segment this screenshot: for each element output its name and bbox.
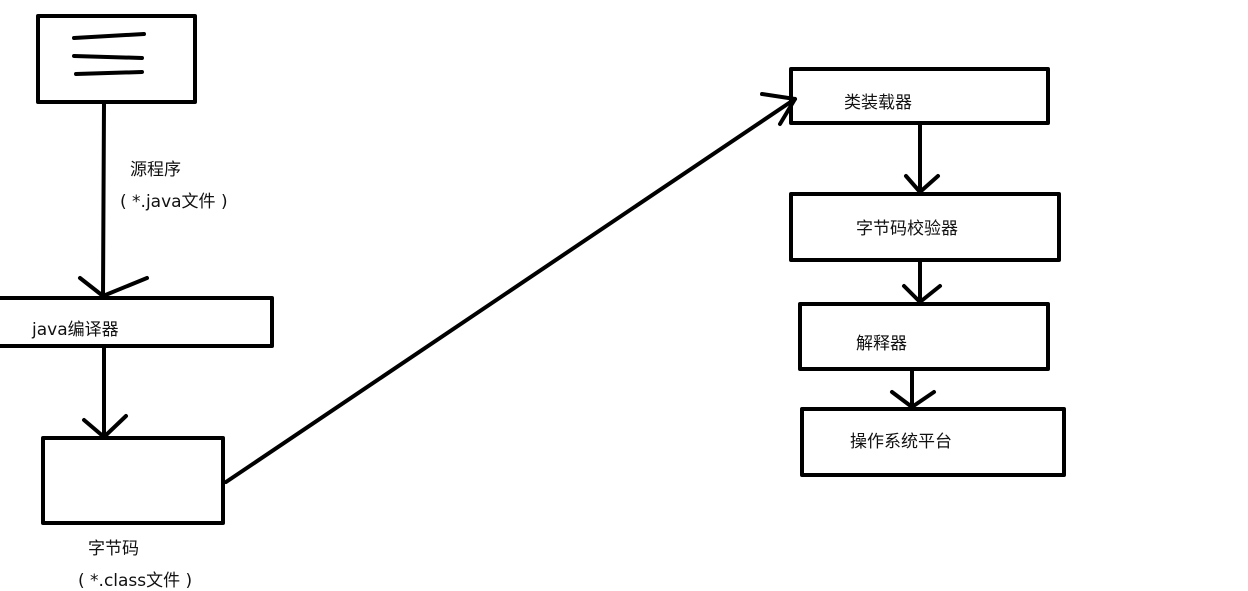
- document-line-1: [72, 32, 146, 40]
- bytecode-verifier-label: 字节码校验器: [856, 219, 958, 239]
- bytecode-box: [41, 436, 225, 525]
- document-line-2: [72, 54, 144, 60]
- source-file-label: ( *.java文件 ): [120, 192, 228, 212]
- document-line-3: [74, 70, 144, 76]
- arrow-source-to-compiler: [101, 102, 106, 298]
- interpreter-box: [798, 302, 1050, 371]
- os-platform-box: [800, 407, 1066, 477]
- bytecode-verifier-box: [789, 192, 1061, 262]
- arrowhead-bytecode-to-loader: [760, 92, 797, 126]
- os-platform-label: 操作系统平台: [850, 432, 952, 452]
- source-document-box: [36, 14, 197, 104]
- bytecode-file-label: ( *.class文件 ): [78, 571, 193, 591]
- source-program-label: 源程序: [130, 160, 181, 180]
- arrow-bytecode-to-loader: [224, 97, 797, 484]
- java-compiler-label: java编译器: [32, 320, 119, 340]
- interpreter-label: 解释器: [856, 334, 907, 354]
- bytecode-label: 字节码: [88, 539, 139, 559]
- java-compiler-box: [0, 296, 274, 348]
- arrowhead-source-to-compiler: [78, 276, 149, 298]
- class-loader-box: [789, 67, 1050, 125]
- class-loader-label: 类装载器: [844, 93, 912, 113]
